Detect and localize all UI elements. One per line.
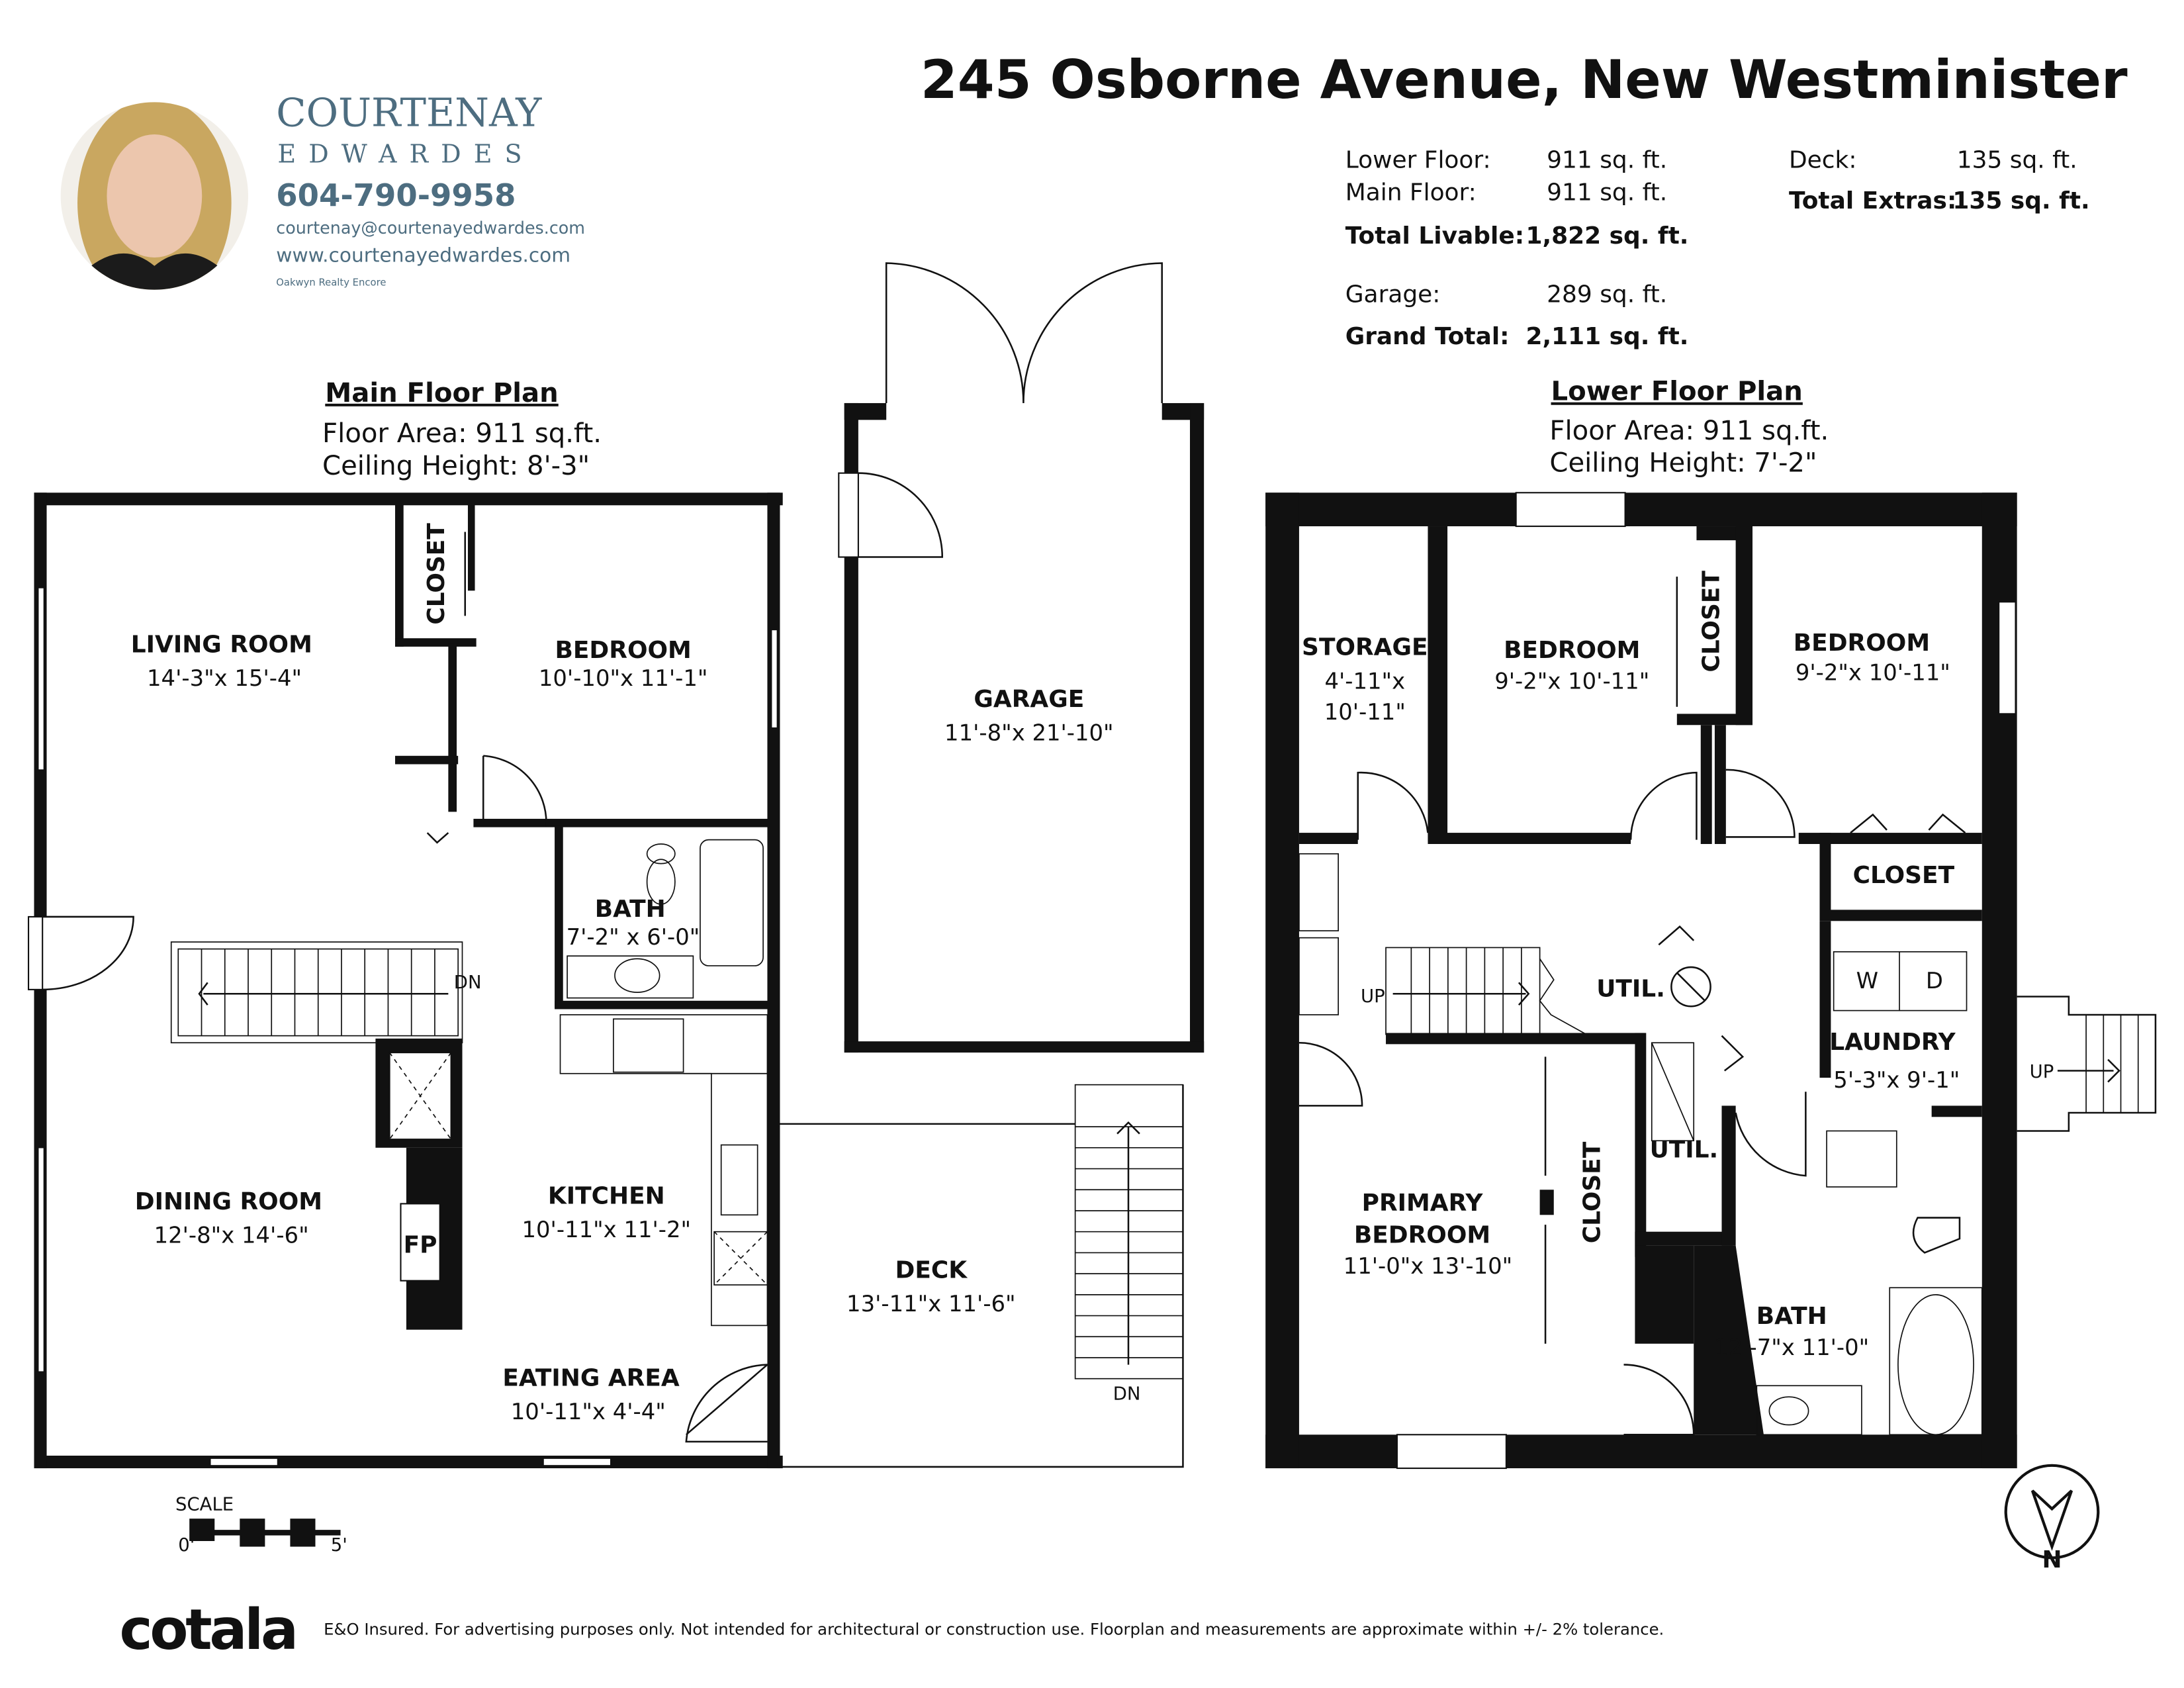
room-eating-area: EATING AREA <box>502 1364 680 1391</box>
fireplace-label: FP <box>404 1231 437 1258</box>
washer-label: W <box>1856 968 1878 994</box>
lower-floor-walls <box>1265 492 2157 1470</box>
total-extras-label: Total Extras: <box>1789 187 1956 214</box>
north-arrow: N <box>2004 1464 2100 1573</box>
lower-floor-ceiling: Ceiling Height: 7'-2" <box>1549 448 1817 479</box>
garage-label: Garage: <box>1345 281 1441 308</box>
room-bedroom: BEDROOM <box>555 637 692 664</box>
room-living-room: LIVING ROOM <box>131 631 312 658</box>
room-deck: DECK <box>895 1256 968 1284</box>
agent-card: COURTENAY EDWARDES 604-790-9958 courtena… <box>60 89 585 290</box>
total-livable-value: 1,822 sq. ft. <box>1525 222 1688 250</box>
room-dining-room: DINING ROOM <box>135 1188 322 1215</box>
disclaimer: E&O Insured. For advertising purposes on… <box>324 1620 1664 1639</box>
dim-bedroom-2: 9'-2"x 10'-11" <box>1494 668 1649 694</box>
room-primary: PRIMARY <box>1362 1190 1484 1217</box>
scale-label: SCALE <box>175 1493 234 1515</box>
agent-email[interactable]: courtenay@courtenayedwardes.com <box>276 218 585 238</box>
lower-floor-header: Lower Floor Plan Floor Area: 911 sq.ft. … <box>1549 377 1829 479</box>
dim-storage-2: 10'-11" <box>1324 699 1406 725</box>
agent-photo <box>60 102 248 290</box>
cotala-logo: cotala <box>119 1597 295 1662</box>
garage-value: 289 sq. ft. <box>1547 281 1667 308</box>
page-title: 245 Osborne Avenue, New Westminister <box>921 48 2128 111</box>
dim-living-room: 14'-3"x 15'-4" <box>147 665 302 691</box>
agent-phone[interactable]: 604-790-9958 <box>276 177 516 213</box>
main-floor-header: Main Floor Plan Floor Area: 911 sq.ft. C… <box>322 378 602 481</box>
total-livable-label: Total Livable: <box>1345 222 1524 250</box>
stair-dn-label: DN <box>454 972 482 993</box>
stair-up-label: UP <box>1361 986 1385 1007</box>
room-bedroom-2: BEDROOM <box>1504 637 1640 664</box>
agent-brokerage: Oakwyn Realty Encore <box>276 277 386 288</box>
dim-bath-lower: 12'-7"x 11'-0" <box>1714 1335 1869 1360</box>
grand-total-label: Grand Total: <box>1345 323 1510 350</box>
lower-floor-value: 911 sq. ft. <box>1547 147 1667 174</box>
main-floor-walls <box>27 492 783 1469</box>
lower-floor-area: Floor Area: 911 sq.ft. <box>1549 416 1829 446</box>
lower-floor-label: Lower Floor: <box>1345 147 1491 174</box>
dim-kitchen: 10'-11"x 11'-2" <box>522 1217 692 1243</box>
agent-website[interactable]: www.courtenayedwardes.com <box>276 244 570 266</box>
agent-first-name: COURTENAY <box>276 89 542 135</box>
dim-deck: 13'-11"x 11'-6" <box>846 1291 1016 1317</box>
room-closet-4: CLOSET <box>1579 1141 1606 1243</box>
north-label: N <box>2042 1546 2062 1573</box>
room-laundry: LAUNDRY <box>1829 1029 1956 1056</box>
scale-start: 0' <box>178 1534 195 1556</box>
exterior-stair-up-label: UP <box>2030 1061 2054 1082</box>
room-bath-lower: BATH <box>1756 1303 1827 1330</box>
dim-primary-bedroom: 11'-0"x 13'-10" <box>1343 1253 1513 1279</box>
area-summary: Lower Floor: 911 sq. ft. Main Floor: 911… <box>1345 147 2090 350</box>
room-bath: BATH <box>595 896 666 923</box>
main-floor-label: Main Floor: <box>1345 179 1477 206</box>
total-extras-value: 135 sq. ft. <box>1952 187 2089 214</box>
dim-storage-1: 4'-11"x <box>1324 668 1405 694</box>
room-closet-3: CLOSET <box>1853 862 1955 889</box>
lower-floor-labels: STORAGE 4'-11"x 10'-11" BEDROOM 9'-2"x 1… <box>1302 571 2054 1360</box>
room-garage: GARAGE <box>974 686 1084 713</box>
room-primary-bedroom: BEDROOM <box>1354 1222 1490 1249</box>
garage-walls <box>838 262 1205 1053</box>
main-floor-area: Floor Area: 911 sq.ft. <box>322 418 602 449</box>
room-bedroom-3: BEDROOM <box>1794 630 1930 657</box>
room-closet: CLOSET <box>423 523 450 625</box>
deck-outline <box>780 1084 1184 1468</box>
scale-end: 5' <box>331 1534 347 1556</box>
dryer-label: D <box>1926 968 1943 994</box>
grand-total-value: 2,111 sq. ft. <box>1525 323 1688 350</box>
main-floor-labels: LIVING ROOM 14'-3"x 15'-4" CLOSET BEDROO… <box>131 523 1141 1425</box>
deck-value: 135 sq. ft. <box>1957 147 2077 174</box>
dim-eating-area: 10'-11"x 4'-4" <box>511 1399 666 1425</box>
dim-garage: 11'-8"x 21'-10" <box>944 720 1114 746</box>
deck-label: Deck: <box>1789 147 1856 174</box>
scale-bar: SCALE 0' 5' <box>175 1493 347 1555</box>
dim-dining-room: 12'-8"x 14'-6" <box>154 1223 309 1248</box>
dim-bedroom: 10'-10"x 11'-1" <box>539 665 708 691</box>
main-floor-heading: Main Floor Plan <box>325 378 558 408</box>
dim-bath: 7'-2" x 6'-0" <box>567 924 700 950</box>
main-floor-ceiling: Ceiling Height: 8'-3" <box>322 451 590 481</box>
room-storage: STORAGE <box>1302 634 1428 661</box>
agent-last-name: EDWARDES <box>277 139 534 168</box>
room-util-2: UTIL. <box>1650 1137 1719 1164</box>
room-util-1: UTIL. <box>1596 975 1665 1002</box>
dim-laundry: 5'-3"x 9'-1" <box>1833 1067 1960 1093</box>
dim-bedroom-3: 9'-2"x 10'-11" <box>1796 660 1950 686</box>
main-floor-value: 911 sq. ft. <box>1547 179 1667 206</box>
lower-floor-heading: Lower Floor Plan <box>1551 377 1803 407</box>
room-kitchen: KITCHEN <box>548 1182 665 1209</box>
deck-stair-dn-label: DN <box>1113 1383 1141 1404</box>
room-closet-2: CLOSET <box>1698 571 1725 673</box>
